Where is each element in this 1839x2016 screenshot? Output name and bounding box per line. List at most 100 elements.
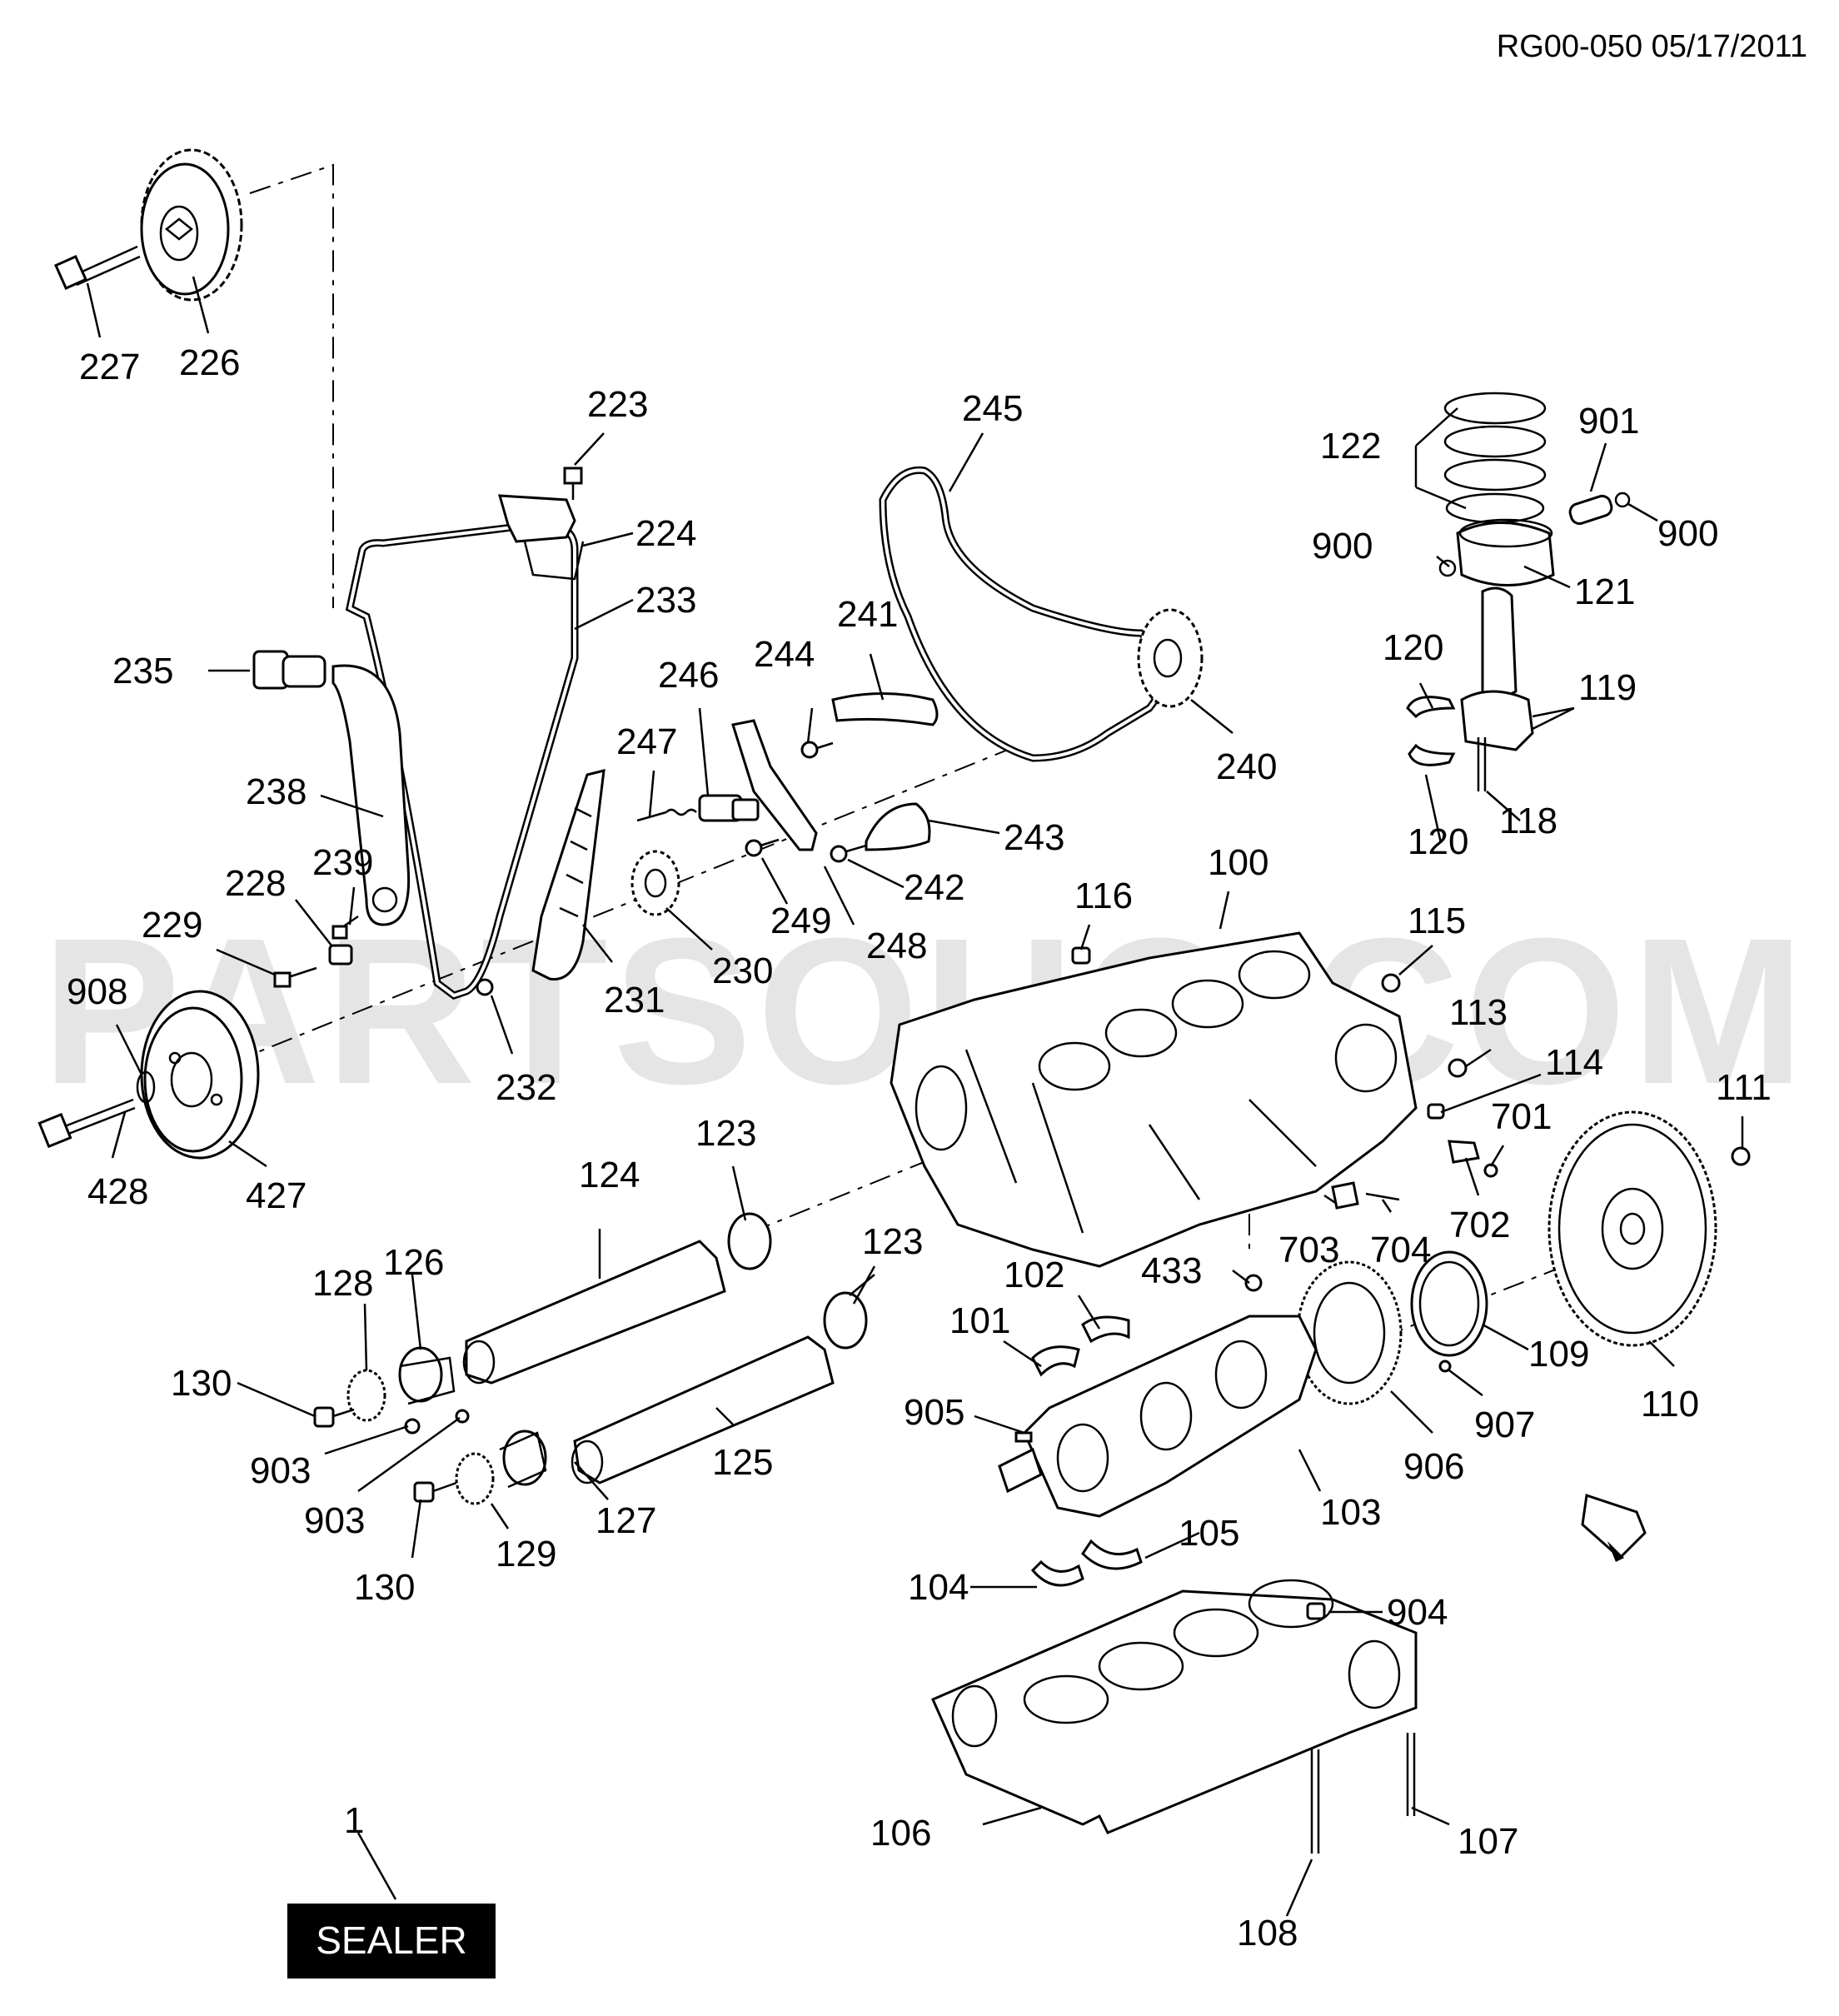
callout: 231 <box>604 980 665 1020</box>
callout: 240 <box>1216 746 1277 787</box>
bolt-907 <box>1438 1360 1452 1373</box>
callout: 249 <box>770 901 831 941</box>
bolts-130 <box>313 1406 457 1503</box>
tensioner-guide-238 <box>331 664 411 926</box>
tensioner-235 <box>252 650 326 690</box>
snap-rings-900 <box>1438 492 1631 577</box>
callout: 232 <box>496 1067 556 1108</box>
callout: 243 <box>1004 817 1064 858</box>
callout: 905 <box>904 1392 964 1433</box>
tensioner-246 <box>698 794 760 822</box>
callout: 102 <box>1004 1255 1064 1295</box>
guide-241 <box>831 692 939 726</box>
callout: 241 <box>837 594 898 635</box>
callout: 242 <box>904 867 964 908</box>
bolt-701 <box>1483 1163 1498 1178</box>
callout: 238 <box>246 771 306 812</box>
bolt-428 <box>37 1098 136 1149</box>
sealer-callout: 1 <box>344 1800 364 1841</box>
callout: 106 <box>870 1813 931 1854</box>
callout: 906 <box>1403 1446 1464 1487</box>
bolt-223 <box>563 467 583 500</box>
bolt-242 <box>830 844 867 863</box>
sealer-legend: 1 SEALER <box>287 1800 496 1979</box>
balance-shaft-124 <box>462 1240 726 1385</box>
callout: 701 <box>1491 1096 1552 1137</box>
callout: 903 <box>304 1500 365 1541</box>
callout: 245 <box>962 388 1023 429</box>
piston-rings-122 <box>1443 392 1547 524</box>
chain-guide-224 <box>497 494 585 581</box>
sensor-703 <box>1331 1181 1359 1210</box>
callout: 130 <box>171 1363 232 1404</box>
callout: 233 <box>635 580 696 621</box>
rod-bearings-120 <box>1406 696 1456 766</box>
callout: 118 <box>1499 801 1557 841</box>
bolt-244 <box>800 741 834 759</box>
callout: 119 <box>1578 667 1637 708</box>
callout: 427 <box>246 1175 306 1216</box>
guide-248 <box>731 719 818 851</box>
bolt-232 <box>476 978 494 996</box>
callout: 246 <box>658 655 719 696</box>
bolt-249 <box>745 838 780 857</box>
callout: 239 <box>312 842 373 883</box>
callout: 114 <box>1545 1042 1603 1083</box>
callout: 228 <box>225 863 286 904</box>
callout: 116 <box>1074 876 1133 916</box>
bearing-126 <box>398 1346 456 1405</box>
bolt-227 <box>54 245 141 290</box>
callout: 703 <box>1278 1230 1339 1270</box>
callout: 121 <box>1574 571 1635 612</box>
callout: 904 <box>1387 1592 1448 1633</box>
sealer-label: SEALER <box>316 1919 467 1962</box>
spring-247 <box>636 808 697 822</box>
callout: 109 <box>1528 1334 1589 1375</box>
fixed-guide-231 <box>531 769 606 981</box>
callout: 247 <box>616 721 677 762</box>
bolts-228-229-239 <box>273 915 359 988</box>
dowel-904 <box>1306 1602 1326 1620</box>
bearing-127 <box>499 1430 547 1489</box>
callout: 244 <box>754 634 815 675</box>
callout: 130 <box>354 1567 415 1608</box>
callout: 704 <box>1370 1230 1431 1270</box>
bolt-704 <box>1365 1192 1400 1201</box>
bolt-111 <box>1731 1146 1751 1166</box>
callout: 903 <box>250 1450 311 1491</box>
plug-113 <box>1448 1058 1468 1078</box>
callout: 101 <box>949 1300 1010 1341</box>
sensor-702 <box>1448 1140 1480 1164</box>
rod-bolt-118 <box>1477 737 1487 791</box>
main-bearings-101-102 <box>1031 1315 1130 1377</box>
guide-243 <box>865 802 931 851</box>
seal-109 <box>1410 1250 1488 1357</box>
gear-129 <box>455 1452 495 1505</box>
bearing-123a <box>727 1212 772 1270</box>
engine-block-100 <box>890 931 1418 1268</box>
callout: 702 <box>1449 1205 1510 1245</box>
sprocket-230 <box>630 850 680 916</box>
bolt-107 <box>1406 1733 1416 1816</box>
main-bearings-104-105 <box>1030 1539 1143 1587</box>
callout: 120 <box>1383 627 1443 668</box>
callout: 907 <box>1474 1405 1535 1445</box>
callout: 227 <box>79 347 140 387</box>
diagram-reference: RG00-050 05/17/2011 <box>1497 29 1807 64</box>
piston-pin-901 <box>1568 494 1613 526</box>
callout: 125 <box>712 1442 773 1483</box>
balance-shaft-125 <box>571 1335 835 1485</box>
callout: 115 <box>1408 901 1466 941</box>
callout: 223 <box>587 384 648 425</box>
crank-pulley-427 <box>140 990 260 1160</box>
reluctor-ring-906 <box>1296 1260 1403 1405</box>
callout: 111 <box>1716 1067 1772 1108</box>
callout: 127 <box>596 1500 656 1541</box>
callout: 901 <box>1578 401 1639 442</box>
callout: 224 <box>635 513 696 554</box>
callout: 105 <box>1179 1513 1239 1554</box>
callout: 229 <box>142 905 202 946</box>
callout: 428 <box>87 1171 148 1212</box>
piston-121 <box>1456 518 1555 586</box>
